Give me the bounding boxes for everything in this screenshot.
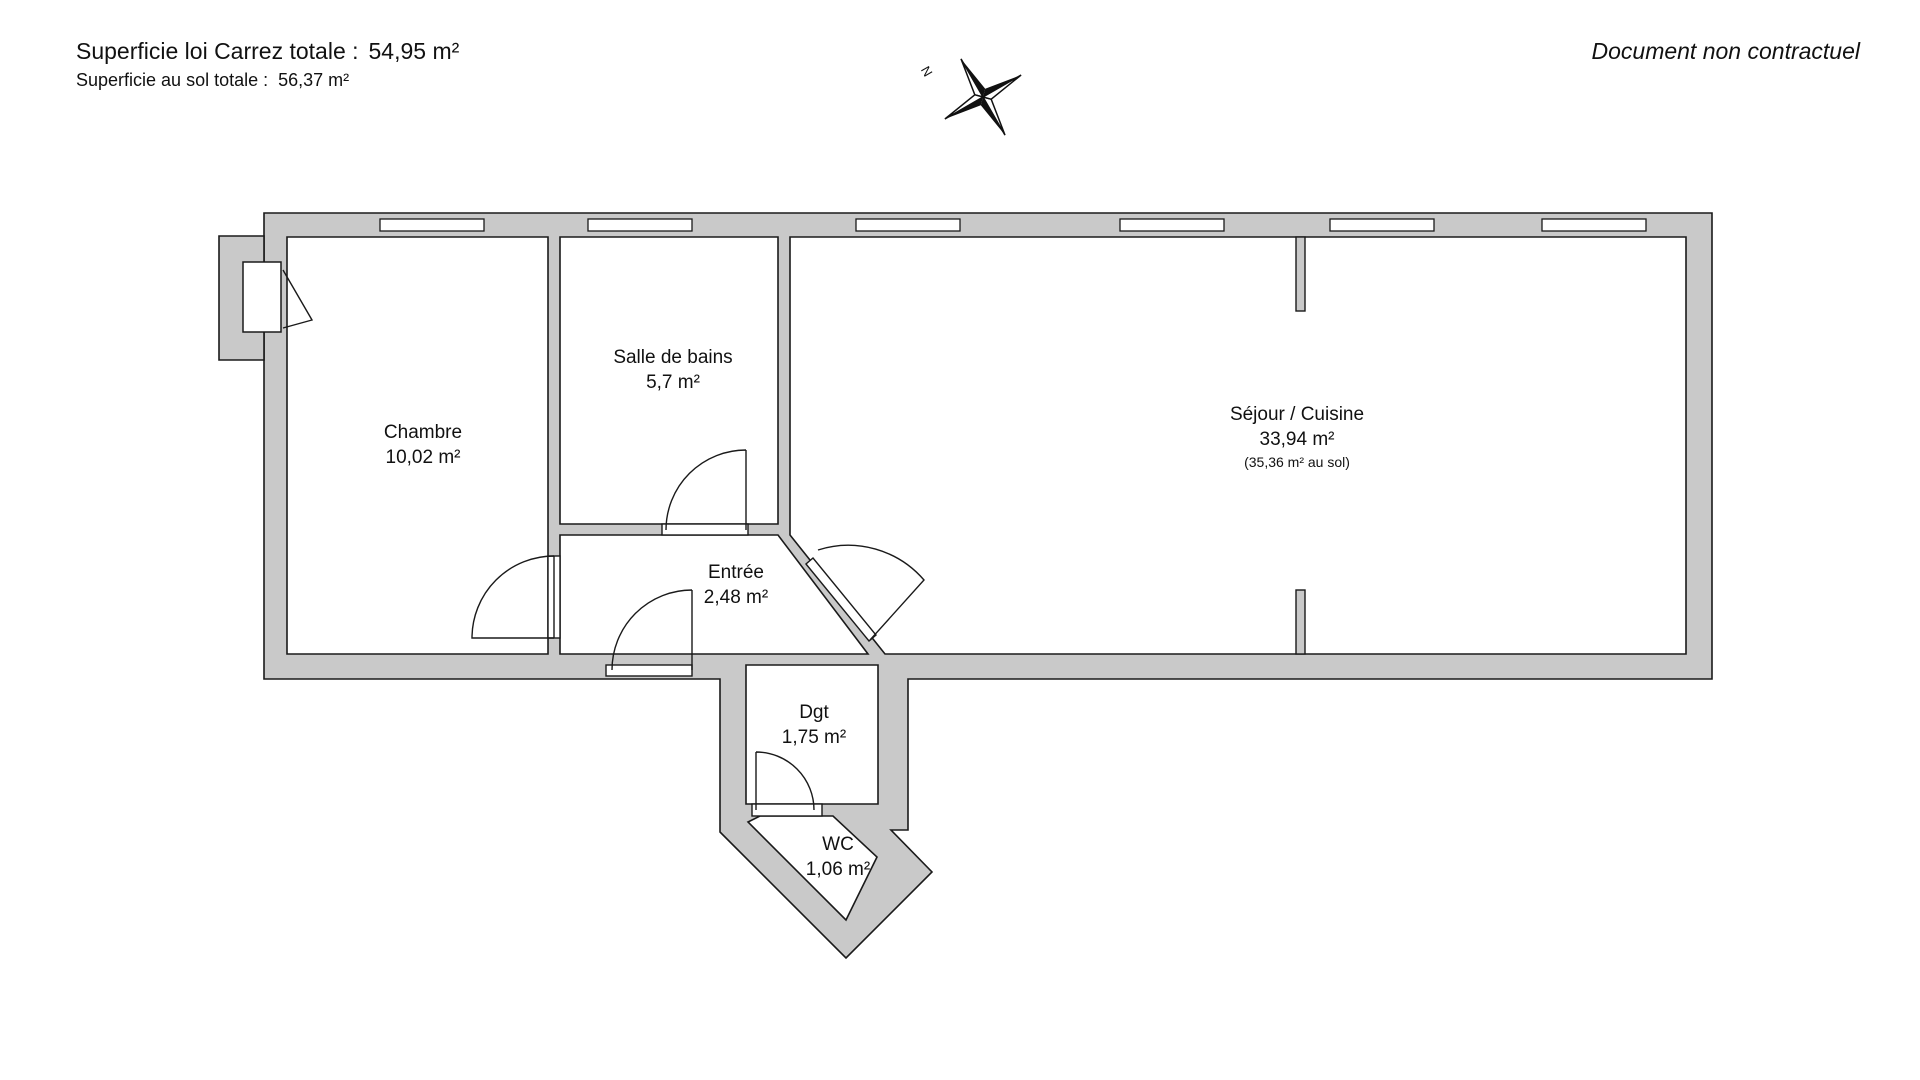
- room-name: Salle de bains: [613, 347, 732, 368]
- window-1: [379, 218, 485, 232]
- room-chambre: Chambre 10,02 m²: [384, 422, 462, 468]
- compass-rose-icon: [944, 58, 1022, 136]
- floor-area-value: 56,37 m²: [278, 70, 350, 90]
- room-area: 33,94 m²: [1260, 429, 1335, 450]
- niche-window: [242, 261, 282, 333]
- carrez-area-label: Superficie loi Carrez totale :: [76, 38, 359, 64]
- room-area: 1,75 m²: [782, 727, 846, 748]
- partition-stub-bottom: [1295, 589, 1306, 655]
- room-name: Entrée: [708, 562, 764, 583]
- doors: [282, 269, 925, 817]
- window-5: [1329, 218, 1435, 232]
- walls: [263, 212, 1713, 960]
- room-name: Dgt: [799, 702, 829, 723]
- room-dgt: Dgt 1,75 m²: [782, 702, 846, 748]
- carrez-area-value: 54,95 m²: [368, 38, 460, 64]
- room-sejour-cuisine: Séjour / Cuisine 33,94 m² (35,36 m² au s…: [1230, 404, 1364, 470]
- room-name: Séjour / Cuisine: [1230, 404, 1364, 425]
- room-salle-de-bains: Salle de bains 5,7 m²: [613, 347, 732, 393]
- carrez-area-line: Superficie loi Carrez totale : 54,95 m²: [76, 38, 459, 65]
- room-name: Chambre: [384, 422, 462, 443]
- windows: [379, 218, 1647, 232]
- room-wc: WC 1,06 m²: [806, 834, 870, 880]
- room-area: 2,48 m²: [704, 587, 768, 608]
- room-note: (35,36 m² au sol): [1244, 454, 1350, 470]
- disclaimer: Document non contractuel: [1591, 38, 1861, 64]
- window-3: [855, 218, 961, 232]
- floor-area-label: Superficie au sol totale :: [76, 70, 269, 90]
- room-area: 10,02 m²: [386, 447, 461, 468]
- window-2: [587, 218, 693, 232]
- floor-area-line: Superficie au sol totale : 56,37 m²: [76, 70, 349, 91]
- partition-stub-top: [1295, 236, 1306, 312]
- window-4: [1119, 218, 1225, 232]
- room-entree: Entrée 2,48 m²: [704, 562, 768, 608]
- room-name: WC: [822, 834, 854, 855]
- room-area: 1,06 m²: [806, 859, 870, 880]
- window-6: [1541, 218, 1647, 232]
- compass-north-label: N: [918, 64, 936, 80]
- room-area: 5,7 m²: [646, 372, 700, 393]
